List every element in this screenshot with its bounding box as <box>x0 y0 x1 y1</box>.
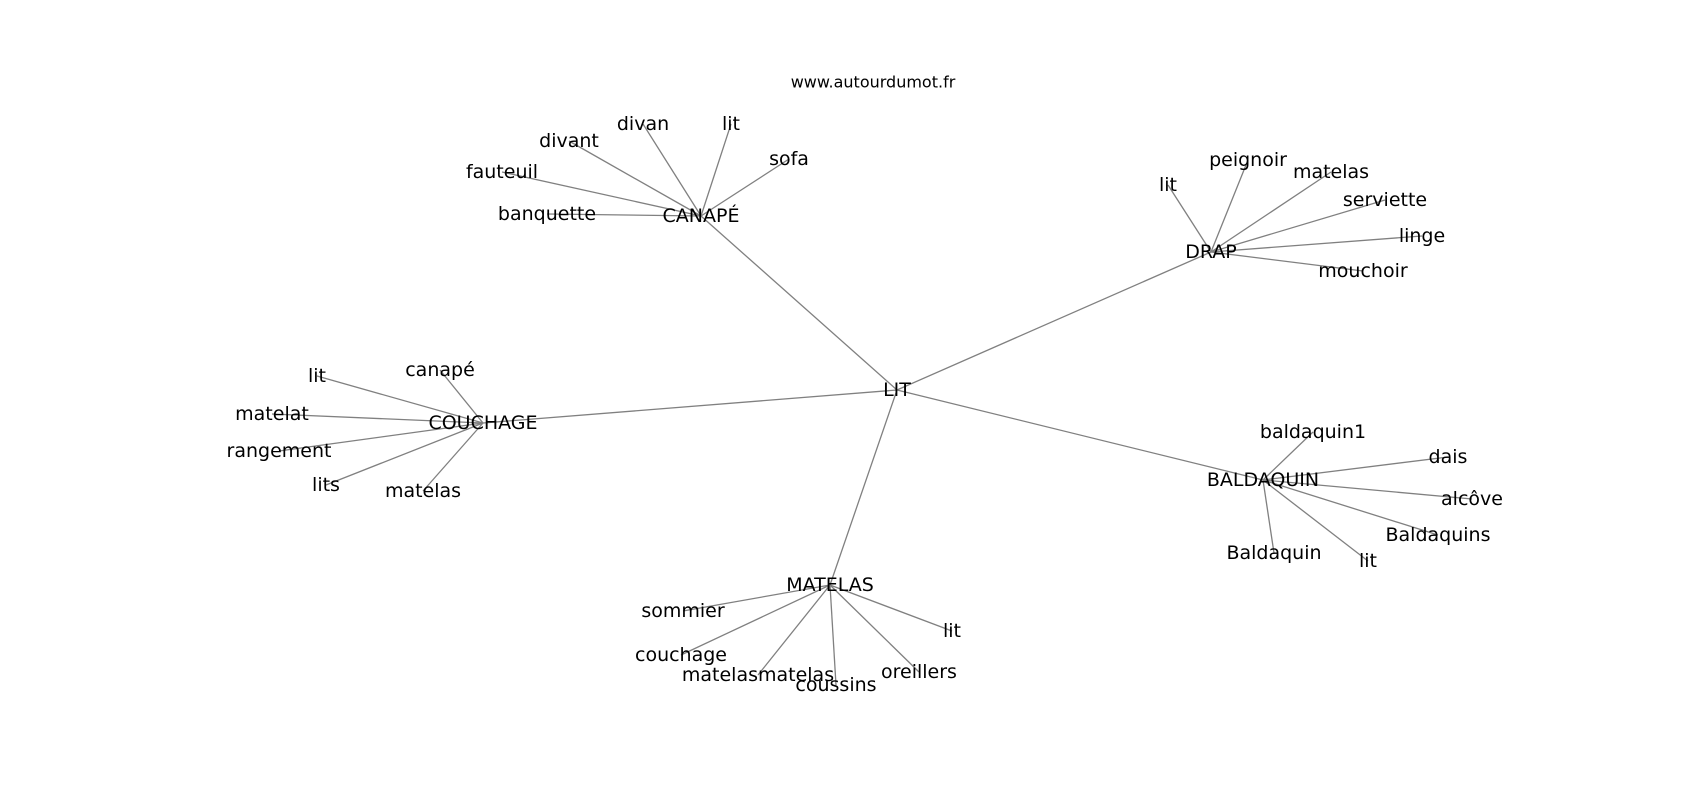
edge-center-to-hub <box>829 389 898 586</box>
leaf-node-label: dais <box>1429 446 1468 468</box>
edge-hub-to-leaf <box>680 584 831 656</box>
edge-hub-to-leaf <box>682 584 831 612</box>
leaf-node-label: sommier <box>641 600 725 622</box>
leaf-node-label: lit <box>308 365 326 387</box>
leaf-node-label: canapé <box>405 359 475 381</box>
edge-hub-to-leaf <box>829 584 837 686</box>
leaf-node-label: matelasmatelas <box>682 664 834 686</box>
edge-hub-to-leaf <box>1210 235 1423 253</box>
edge-hub-to-leaf <box>700 123 732 217</box>
leaf-node-label: Baldaquin <box>1226 542 1321 564</box>
leaf-node-label: serviette <box>1343 189 1427 211</box>
edge-center-to-hub <box>482 389 898 424</box>
edge-hub-to-leaf <box>439 369 484 424</box>
edge-hub-to-leaf <box>546 213 702 217</box>
edge-hub-to-leaf <box>1210 159 1249 253</box>
leaf-node-label: fauteuil <box>466 161 538 183</box>
leaf-node-label: lits <box>312 474 340 496</box>
edge-hub-to-leaf <box>700 158 790 217</box>
edge-hub-to-leaf <box>422 422 484 492</box>
leaf-node-label: divan <box>617 113 669 135</box>
hub-node-label: COUCHAGE <box>428 412 537 434</box>
hub-node-label: CANAPÉ <box>663 204 740 227</box>
leaf-node-label: lit <box>1159 174 1177 196</box>
site-url-label: www.autourdumot.fr <box>791 73 956 92</box>
hub-node-label: BALDAQUIN <box>1207 469 1319 491</box>
edge-hub-to-leaf <box>271 413 484 424</box>
edge-hub-to-leaf <box>1210 171 1332 253</box>
leaf-node-label: peignoir <box>1209 149 1287 171</box>
edge-hub-to-leaf <box>1262 479 1275 554</box>
leaf-node-label: banquette <box>498 203 596 225</box>
edge-hub-to-leaf <box>1262 479 1473 500</box>
edge-hub-to-leaf <box>316 375 484 424</box>
edge-hub-to-leaf <box>501 171 702 217</box>
edge-center-to-hub <box>896 251 1212 391</box>
edge-hub-to-leaf <box>1262 456 1449 481</box>
leaf-node-label: baldaquin1 <box>1260 421 1366 443</box>
edge-hub-to-leaf <box>829 584 920 673</box>
leaf-node-label: matelat <box>235 403 309 425</box>
edge-hub-to-leaf <box>642 123 702 217</box>
leaf-node-label: matelas <box>1293 161 1369 183</box>
leaf-node-label: coussins <box>795 674 876 696</box>
leaf-node-label: linge <box>1399 225 1445 247</box>
leaf-node-label: matelas <box>385 480 461 502</box>
leaf-node-label: mouchoir <box>1318 260 1408 282</box>
edge-hub-to-leaf <box>1262 431 1314 481</box>
leaf-node-label: lit <box>943 620 961 642</box>
leaf-node-label: Baldaquins <box>1386 524 1491 546</box>
edges-layer <box>271 123 1473 686</box>
edge-hub-to-leaf <box>1210 199 1386 253</box>
edge-hub-to-leaf <box>278 422 484 452</box>
edge-hub-to-leaf <box>325 422 484 486</box>
edge-center-to-hub <box>700 215 898 391</box>
center-node-label: LIT <box>883 379 911 401</box>
edge-hub-to-leaf <box>1262 479 1369 562</box>
edge-center-to-hub <box>896 389 1264 481</box>
edge-hub-to-leaf <box>829 584 953 632</box>
leaf-node-label: lit <box>1359 550 1377 572</box>
leaf-node-label: rangement <box>227 440 332 462</box>
hub-node-label: DRAP <box>1185 241 1237 263</box>
edge-hub-to-leaf <box>568 140 702 217</box>
leaf-node-label: sofa <box>769 148 809 170</box>
leaf-node-label: couchage <box>635 644 727 666</box>
edge-hub-to-leaf <box>757 584 831 676</box>
leaf-node-label: divant <box>539 130 599 152</box>
edge-hub-to-leaf <box>1210 251 1364 272</box>
edge-hub-to-leaf <box>1167 184 1212 253</box>
leaf-node-label: lit <box>722 113 740 135</box>
hub-node-label: MATELAS <box>786 574 874 596</box>
leaf-node-label: alcôve <box>1441 488 1503 510</box>
edge-hub-to-leaf <box>1262 479 1439 536</box>
leaf-node-label: oreillers <box>881 661 957 683</box>
